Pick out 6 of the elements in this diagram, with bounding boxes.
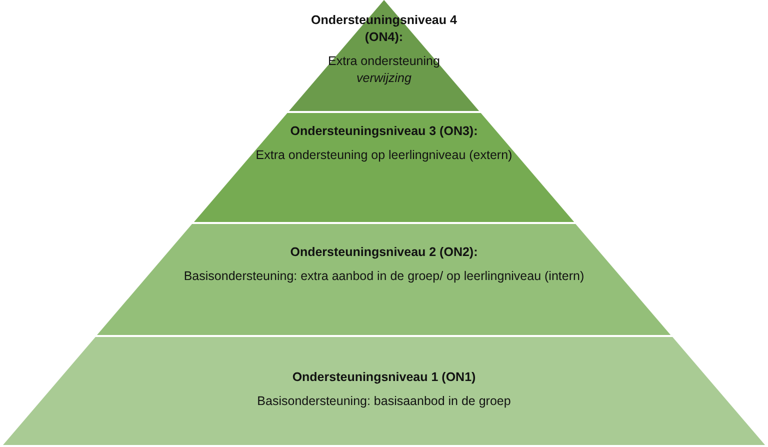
tier-description: Extra ondersteuning op leerlingniveau (extern) (254, 147, 514, 164)
tier-description: Basisondersteuning: extra aanbod in de groep/ op leerlingniveau (intern) (182, 268, 586, 285)
tier-heading: Ondersteuningsniveau 3 (ON3): (289, 123, 479, 140)
tier-heading: Ondersteuningsniveau 2 (ON2): (289, 244, 479, 261)
tier-heading: Ondersteuningsniveau 1 (ON1) (291, 369, 477, 386)
tier-description: Basisondersteuning: basisaanbod in de groep (256, 393, 512, 410)
